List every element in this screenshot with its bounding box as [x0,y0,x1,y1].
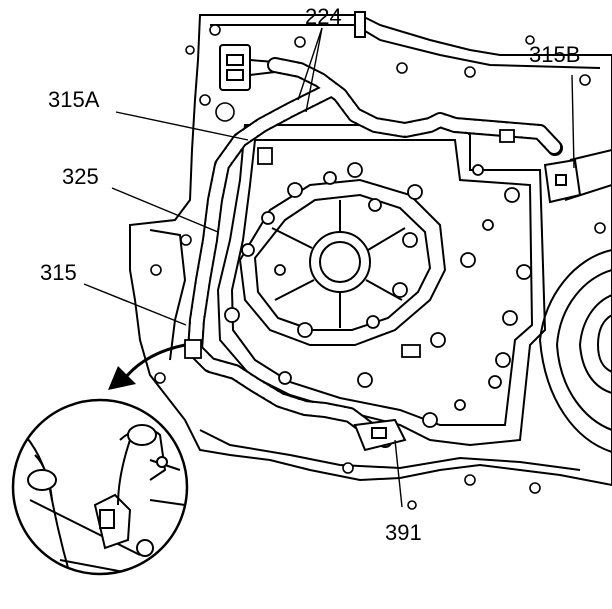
valve-body [216,124,547,447]
spider-plate [238,178,447,346]
converter-housing [538,149,612,453]
callout-315a: 315A [48,87,100,112]
callout-315b: 315B [529,42,581,67]
callout-224: 224 [305,4,342,29]
callout-325: 325 [62,164,99,189]
detail-arrow [108,343,186,390]
case-bolts [150,24,606,510]
case-housing [129,14,612,487]
callout-391: 391 [385,520,422,545]
callout-315: 315 [40,260,77,285]
solenoid-connector-315b [543,158,582,204]
pass-through-connector [219,11,366,91]
solenoid-391 [353,418,407,452]
valve-body-bolts [224,162,532,428]
leader-lines [83,27,575,508]
detail-inset [11,398,189,576]
harness-connectors [184,129,515,359]
